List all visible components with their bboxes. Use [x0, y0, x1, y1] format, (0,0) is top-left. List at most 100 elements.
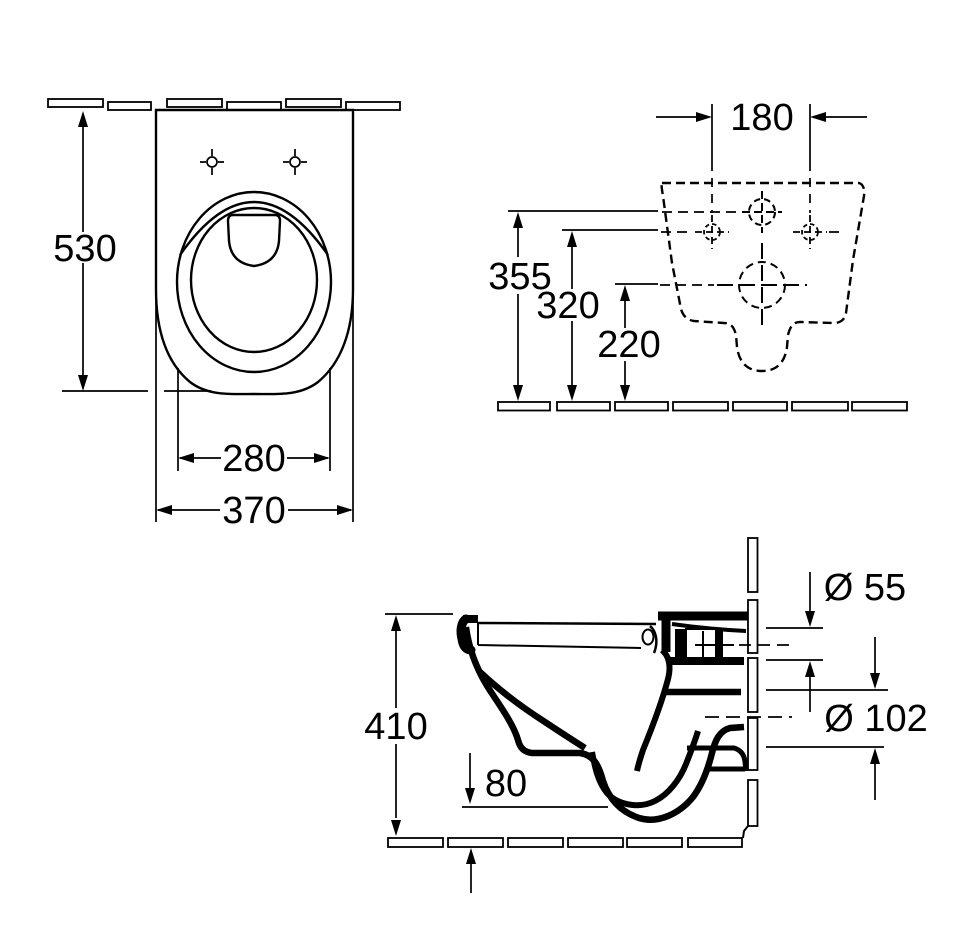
flush-opening-shape	[226, 213, 282, 268]
wall-hatch-band-side	[742, 537, 759, 839]
wall-hatch-band-side-part	[747, 717, 759, 771]
rear-view: 180 355 320 220	[488, 97, 908, 412]
dim-label-dia-55: Ø 55	[824, 567, 906, 609]
floor-hatch-band	[497, 401, 908, 412]
seat-fixing-hole-right-icon	[283, 149, 307, 175]
water-inlet-circle-icon-part	[742, 191, 782, 233]
wall-fixing-hole-left-icon	[695, 215, 729, 249]
floor-hatch-band-part	[732, 401, 788, 412]
floor-hatch-band-part	[791, 401, 849, 412]
dimension-seat-width-280: 280	[177, 368, 331, 480]
dimension-inlet-height-355: 355	[488, 210, 738, 401]
bowl-cross-section-part	[456, 614, 476, 655]
dimension-outlet-height-220: 220	[597, 283, 714, 401]
outlet-circle-icon-part	[717, 243, 807, 327]
dimension-hole-spacing-180-part	[696, 112, 712, 122]
seat-fixing-hole-right-icon-part	[283, 149, 307, 175]
dim-label-355: 355	[488, 256, 551, 298]
wall-fixing-hole-left-icon-part	[695, 215, 729, 249]
outlet-circle-icon	[717, 243, 807, 327]
water-inlet-circle-icon	[742, 191, 782, 233]
side-view: 410 80 Ø 55 Ø 102	[364, 537, 928, 893]
dim-label-410: 410	[364, 706, 427, 748]
dim-label-370: 370	[222, 490, 285, 532]
seat-outer-ring	[175, 190, 333, 374]
dimension-inlet-height-355-part	[513, 212, 523, 228]
bowl-cross-section-part	[649, 625, 658, 654]
wall-hatch-band-part	[107, 101, 152, 111]
seat-inner-opening	[189, 206, 319, 354]
seat-fixing-hole-left-icon-part	[206, 156, 218, 168]
dim-label-180: 180	[730, 97, 793, 139]
floor-hatch-band-part	[851, 401, 908, 412]
floor-hatch-band-side-part	[387, 837, 444, 848]
dimension-inlet-height-355-part	[513, 385, 523, 401]
water-inlet-circle-icon-part	[748, 198, 776, 226]
bowl-outer-outline	[154, 108, 355, 396]
floor-hatch-band-part	[556, 401, 611, 412]
plan-view: 530 280 370	[47, 98, 401, 532]
dimension-rim-height-410-part	[391, 615, 401, 631]
wall-fixing-hole-right-icon	[793, 215, 827, 249]
seat-hinge-band	[179, 201, 329, 256]
dim-label-280: 280	[222, 438, 285, 480]
dimension-rim-height-410: 410	[364, 613, 453, 836]
dimension-outlet-diameter-102-part	[870, 673, 880, 689]
dim-label-320: 320	[536, 285, 599, 327]
floor-hatch-band-part	[497, 401, 551, 412]
dimension-overall-width-370-part	[156, 505, 172, 515]
dimension-seat-width-280-part	[178, 453, 194, 463]
dimension-inlet-diameter-55-part	[805, 611, 815, 627]
dimension-outlet-diameter-102-part	[766, 689, 888, 748]
dimension-outlet-diameter-102-part	[870, 748, 880, 764]
dimension-overall-width-370-part	[155, 292, 354, 522]
wall-hatch-band-side-part	[747, 537, 759, 593]
dimension-hole-spacing-180: 180	[656, 97, 867, 213]
floor-hatch-band-side-part	[567, 837, 624, 848]
bowl-cross-section-part	[477, 623, 642, 649]
floor-hatch-band-part	[614, 401, 669, 412]
dimension-inlet-diameter-55-part	[766, 627, 823, 661]
dimension-depth-530-part	[78, 375, 88, 391]
bowl-cross-section-part	[641, 628, 655, 646]
seat-fixing-hole-right-icon-part	[289, 156, 301, 168]
floor-hatch-band-side-part	[507, 837, 564, 848]
wall-hatch-band	[47, 98, 401, 111]
wall-hatch-band-part	[285, 98, 342, 108]
inlet-spigot	[685, 628, 717, 659]
dimension-overall-width-370-part	[337, 505, 353, 515]
dimension-hole-spacing-180-part	[711, 178, 811, 213]
dimension-depth-530-part	[78, 111, 88, 127]
wall-hatch-band-side-part	[742, 825, 749, 839]
dimension-overall-width-370: 370	[155, 292, 354, 532]
wall-hatch-band-part	[166, 98, 223, 108]
rear-silhouette-dashed-outline	[660, 181, 866, 373]
floor-hatch-band-side	[387, 837, 743, 848]
dimension-hole-spacing-180-part	[810, 112, 826, 122]
bowl-cross-section-part	[675, 629, 686, 658]
dimension-outlet-diameter-102: Ø 102	[766, 637, 928, 800]
dimension-hole-height-320-part	[567, 385, 577, 401]
dimension-outlet-height-220-part	[620, 285, 630, 301]
wall-hatch-band-side-part	[747, 657, 759, 713]
dimension-floor-clearance-80: 80	[462, 753, 608, 893]
bowl-cross-section-part	[477, 621, 657, 626]
dimension-inlet-diameter-55: Ø 55	[766, 567, 906, 712]
bowl-cross-section	[456, 611, 792, 823]
dimension-floor-clearance-80-part	[466, 848, 476, 864]
floor-hatch-band-side-part	[447, 837, 504, 848]
bowl-cross-section-part	[695, 631, 734, 658]
seat-fixing-hole-left-icon	[200, 149, 224, 175]
dimension-depth-530: 530	[53, 111, 211, 392]
dimension-hole-height-320: 320	[536, 229, 842, 401]
dimension-seat-width-280-part	[177, 368, 331, 471]
floor-hatch-band-side-part	[687, 837, 743, 848]
wall-hatch-band-part	[345, 101, 401, 111]
wall-fixing-hole-right-icon-part	[793, 215, 827, 249]
dim-label-80: 80	[485, 763, 527, 805]
seat-fixing-hole-left-icon-part	[200, 149, 224, 175]
bowl-cross-section-part	[687, 745, 749, 772]
bowl-cross-section-part	[589, 730, 701, 809]
dimension-floor-clearance-80-part	[465, 788, 475, 804]
